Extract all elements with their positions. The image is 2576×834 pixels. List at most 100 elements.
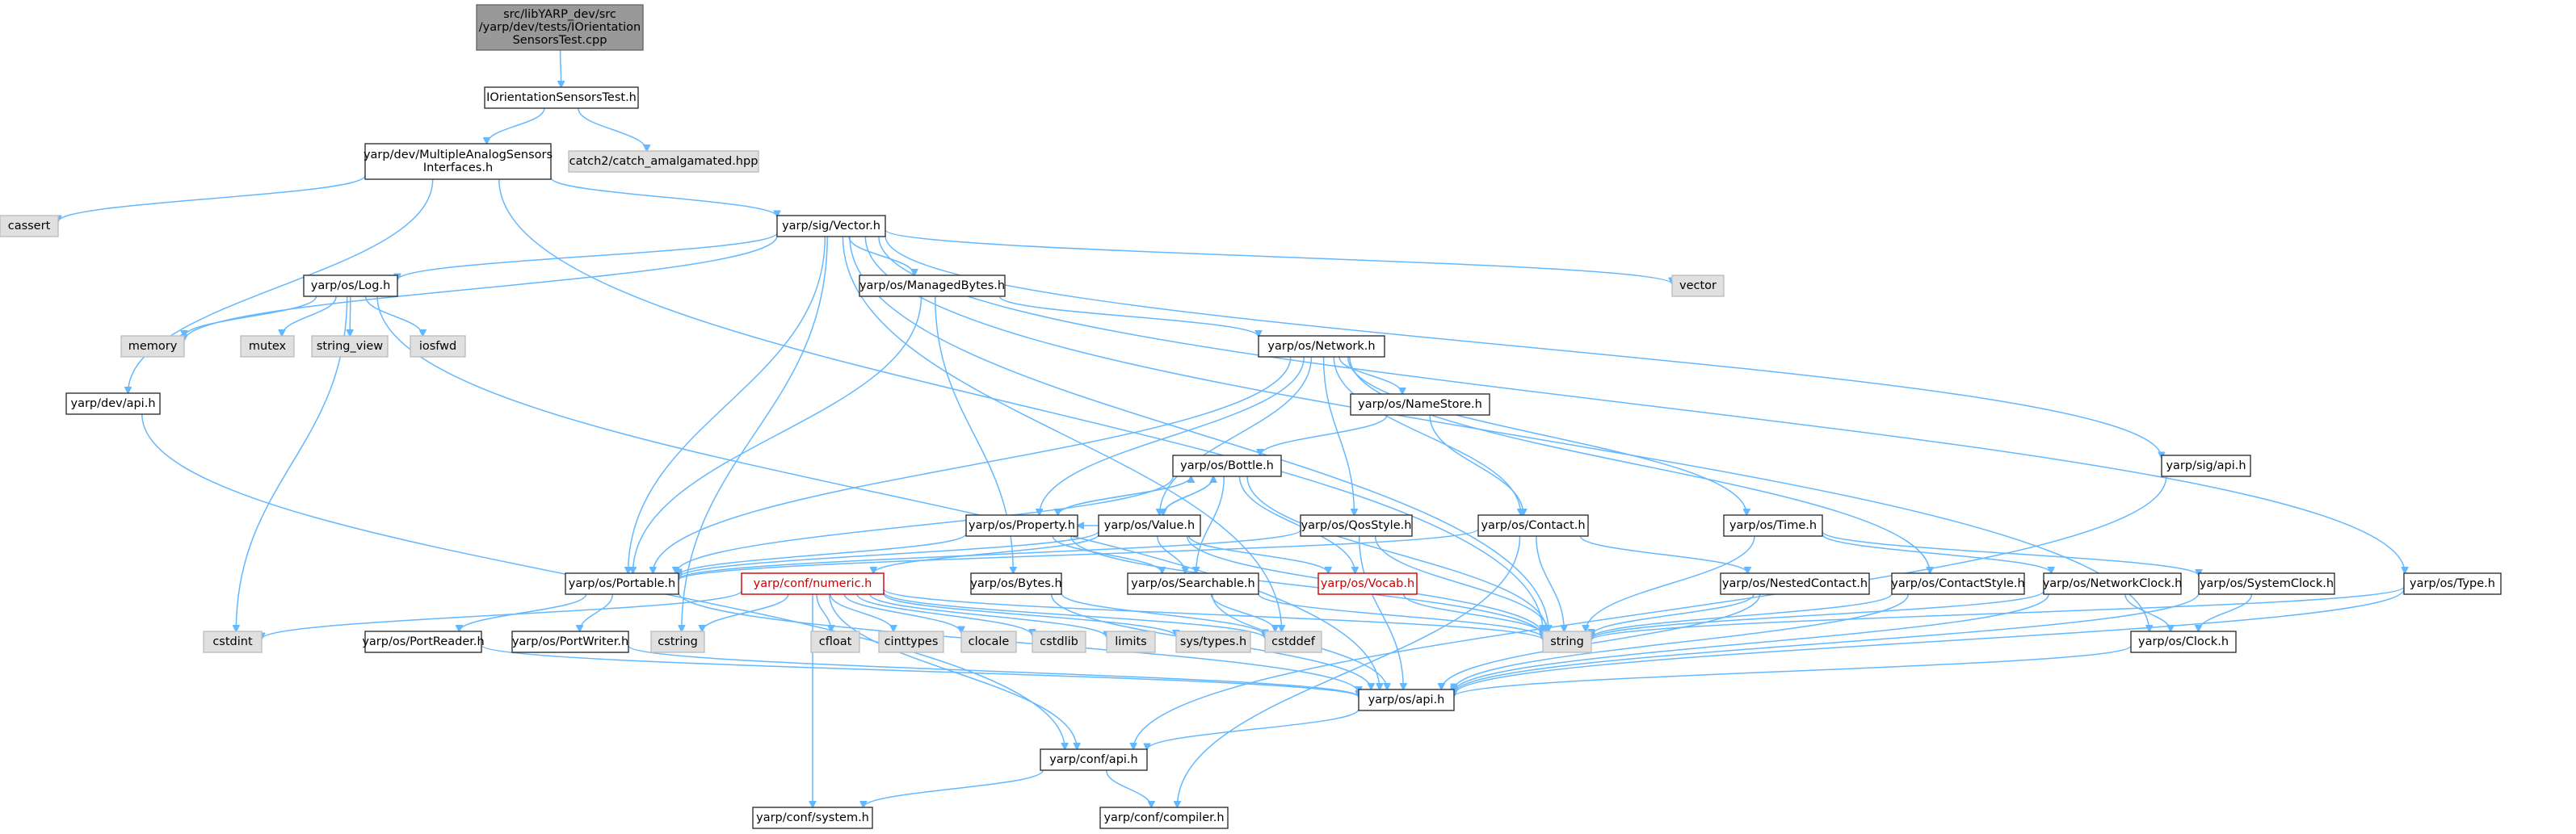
edge-log-to-memory	[184, 295, 317, 337]
node-searchable[interactable]: yarp/os/Searchable.h	[1127, 572, 1259, 595]
node-namestore[interactable]: yarp/os/NameStore.h	[1350, 393, 1490, 416]
edge-managed-to-network	[998, 295, 1259, 337]
node-portwriter[interactable]: yarp/os/PortWriter.h	[511, 631, 629, 653]
node-confapi[interactable]: yarp/conf/api.h	[1040, 748, 1148, 771]
node-compiler[interactable]: yarp/conf/compiler.h	[1099, 807, 1229, 829]
node-box-namestore	[1350, 393, 1490, 416]
edge-vector_h-to-cstring	[682, 236, 828, 631]
node-catch[interactable]: catch2/catch_amalgamated.hpp	[568, 150, 759, 173]
node-networkclock[interactable]: yarp/os/NetworkClock.h	[2043, 572, 2183, 595]
node-clock[interactable]: yarp/os/Clock.h	[2130, 631, 2237, 653]
edge-network-to-qos	[1322, 356, 1355, 515]
node-contactstyle[interactable]: yarp/os/ContactStyle.h	[1891, 572, 2025, 595]
node-vector_h[interactable]: yarp/sig/Vector.h	[776, 215, 886, 237]
node-cinttypes[interactable]: cinttypes	[878, 631, 944, 653]
node-label-networkclock: yarp/os/NetworkClock.h	[2043, 577, 2183, 590]
node-mutex[interactable]: mutex	[240, 335, 295, 358]
node-portreader[interactable]: yarp/os/PortReader.h	[362, 631, 485, 653]
edge-vector_h-to-memory	[184, 235, 778, 341]
node-contact[interactable]: yarp/os/Contact.h	[1477, 514, 1589, 537]
node-cstddef[interactable]: cstddef	[1264, 631, 1322, 653]
node-iosfwd[interactable]: iosfwd	[410, 335, 466, 358]
node-managed[interactable]: yarp/os/ManagedBytes.h	[859, 275, 1006, 297]
node-box-nestedcontact	[1720, 572, 1870, 595]
node-property[interactable]: yarp/os/Property.h	[965, 514, 1078, 537]
edge-networkclock-to-clock	[2124, 593, 2170, 631]
node-clocale[interactable]: clocale	[960, 631, 1017, 653]
node-label-systemclock: yarp/os/SystemClock.h	[2200, 577, 2334, 590]
node-box-mutex	[240, 335, 295, 358]
node-box-managed	[859, 275, 1006, 297]
node-label-cassert: cassert	[8, 220, 51, 233]
node-label-nestedcontact: yarp/os/NestedContact.h	[1722, 577, 1868, 590]
edge-masi-to-cassert	[58, 174, 366, 221]
edge-type-to-string	[1591, 586, 2405, 640]
node-box-catch	[568, 150, 759, 173]
node-systemclock[interactable]: yarp/os/SystemClock.h	[2198, 572, 2335, 595]
node-numeric[interactable]: yarp/conf/numeric.h	[741, 572, 885, 595]
node-label-portable: yarp/os/Portable.h	[569, 577, 675, 590]
edge-numeric-to-limits	[869, 593, 1107, 638]
edge-bottle-to-portable	[676, 476, 1175, 573]
node-systypes[interactable]: sys/types.h	[1175, 631, 1251, 653]
node-cstring[interactable]: cstring	[650, 631, 705, 653]
node-network[interactable]: yarp/os/Network.h	[1258, 335, 1385, 358]
node-cstdint[interactable]: cstdint	[203, 631, 263, 653]
node-osapi[interactable]: yarp/os/api.h	[1358, 689, 1455, 711]
node-string_view[interactable]: string_view	[311, 335, 389, 358]
edge-type-to-osapi	[1454, 589, 2405, 695]
node-cfloat[interactable]: cfloat	[810, 631, 860, 653]
node-box-root	[476, 4, 644, 51]
node-sigapi[interactable]: yarp/sig/api.h	[2161, 455, 2251, 477]
edge-masi-to-string	[498, 178, 1543, 631]
edge-time-to-networkclock	[1822, 534, 2051, 574]
node-memory[interactable]: memory	[120, 335, 185, 358]
node-time[interactable]: yarp/os/Time.h	[1723, 514, 1823, 537]
node-vocab[interactable]: yarp/os/Vocab.h	[1317, 572, 1418, 595]
node-qos[interactable]: yarp/os/QosStyle.h	[1300, 514, 1413, 537]
node-limits[interactable]: limits	[1106, 631, 1156, 653]
node-label-limits: limits	[1115, 635, 1146, 648]
node-label-cinttypes: cinttypes	[885, 635, 939, 648]
node-root[interactable]: src/libYARP_dev/src/yarp/dev/tests/IOrie…	[476, 4, 644, 51]
edge-numeric-to-cstring	[702, 593, 789, 631]
node-cassert[interactable]: cassert	[0, 215, 59, 237]
node-portable[interactable]: yarp/os/Portable.h	[565, 572, 679, 595]
edge-network-to-time	[1347, 356, 1747, 515]
node-devapi[interactable]: yarp/dev/api.h	[65, 392, 161, 415]
node-label-memory: memory	[128, 340, 178, 353]
node-value[interactable]: yarp/os/Value.h	[1098, 514, 1201, 537]
node-label-vector_h: yarp/sig/Vector.h	[782, 220, 880, 233]
node-box-cstddef	[1264, 631, 1322, 653]
node-box-memory	[120, 335, 185, 358]
edge-nestedcontact-to-osapi	[1441, 593, 1761, 689]
node-vector[interactable]: vector	[1671, 275, 1725, 297]
node-cstdlib[interactable]: cstdlib	[1032, 631, 1086, 653]
node-type[interactable]: yarp/os/Type.h	[2403, 572, 2502, 595]
node-label-compiler: yarp/conf/compiler.h	[1103, 811, 1224, 824]
node-iost[interactable]: IOrientationSensorsTest.h	[484, 86, 639, 109]
edge-value-to-portable	[679, 530, 1099, 577]
edge-iost-to-catch	[578, 107, 647, 151]
edge-log-to-iosfwd	[364, 295, 423, 336]
edge-contactstyle-to-string	[1591, 593, 1893, 638]
node-log[interactable]: yarp/os/Log.h	[303, 275, 398, 297]
node-label-searchable: yarp/os/Searchable.h	[1131, 577, 1254, 590]
node-nestedcontact[interactable]: yarp/os/NestedContact.h	[1720, 572, 1870, 595]
edge-vocab-to-string	[1402, 593, 1543, 635]
node-label-system: yarp/conf/system.h	[756, 811, 869, 824]
node-label-value: yarp/os/Value.h	[1104, 519, 1195, 532]
node-masi[interactable]: yarp/dev/MultipleAnalogSensorsInterfaces…	[363, 143, 553, 180]
edge-vector_h-to-sigapi	[885, 235, 2162, 459]
node-string[interactable]: string	[1542, 631, 1592, 653]
node-box-osapi	[1358, 689, 1455, 711]
node-system[interactable]: yarp/conf/system.h	[752, 807, 873, 829]
node-bytes[interactable]: yarp/os/Bytes.h	[970, 572, 1062, 595]
node-box-searchable	[1127, 572, 1259, 595]
node-label-numeric: yarp/conf/numeric.h	[754, 577, 872, 590]
edge-contact-to-portable	[679, 528, 1479, 580]
edges-layer	[58, 49, 2405, 807]
node-label-bottle: yarp/os/Bottle.h	[1180, 459, 1274, 472]
node-bottle[interactable]: yarp/os/Bottle.h	[1172, 455, 1282, 477]
edge-qos-to-osapi	[1358, 535, 1404, 689]
